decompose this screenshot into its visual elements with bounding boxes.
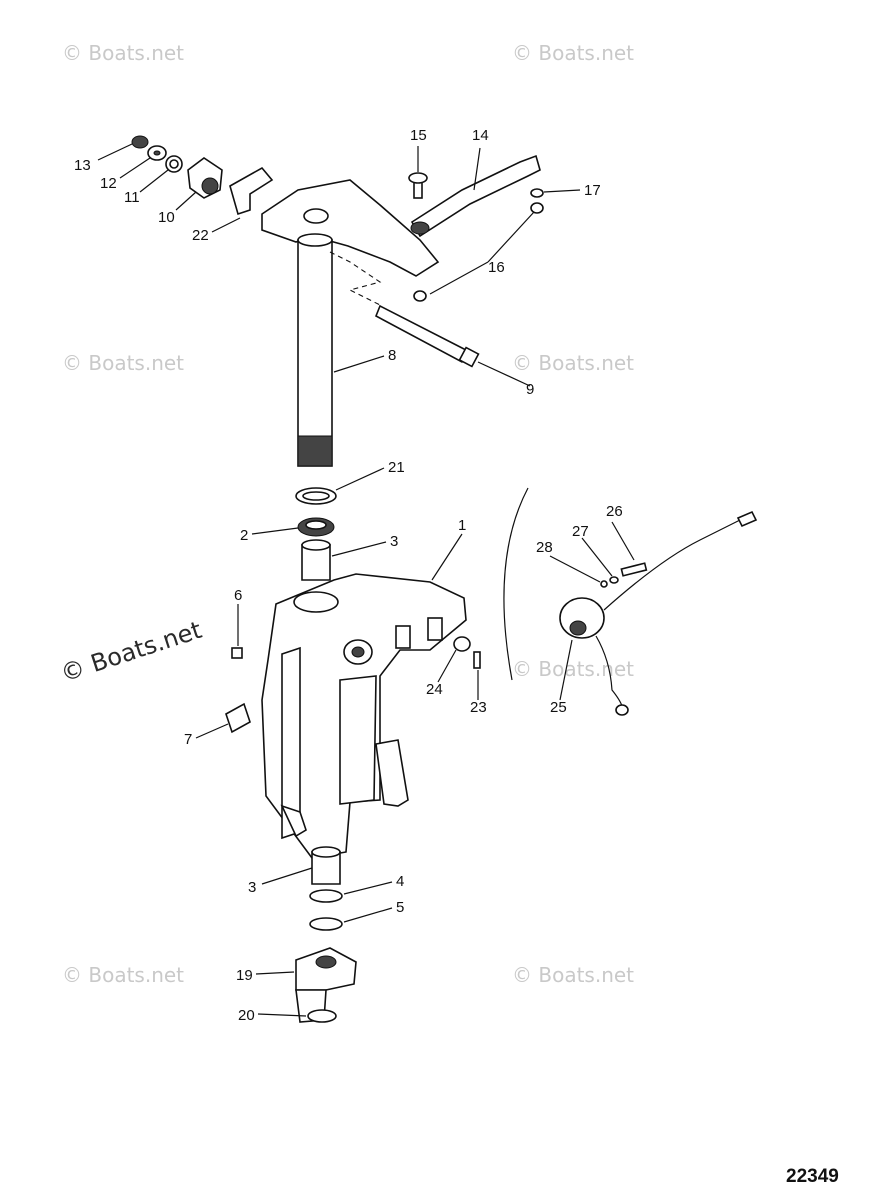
tie-rod-head: [458, 346, 480, 368]
watermark: © Boats.net: [512, 963, 634, 987]
boundary-arc: [503, 487, 529, 681]
watermark-strong: © Boats.net: [57, 616, 205, 688]
watermark: © Boats.net: [62, 963, 184, 987]
swivel-bracket: [261, 573, 467, 859]
callout-12: 12: [100, 175, 117, 192]
top-hardware: [131, 135, 274, 216]
bushing-7: [225, 702, 251, 734]
callout-3-lower: 3: [248, 879, 256, 896]
callout-28: 28: [536, 539, 553, 556]
nut-13: [131, 135, 149, 149]
callout-8: 8: [388, 347, 396, 364]
callout-5: 5: [396, 899, 404, 916]
screw-23: [473, 651, 481, 669]
tie-rod-assembly: [374, 304, 480, 368]
leader-lines: [97, 143, 635, 1017]
screw-26: [620, 562, 648, 577]
tube-8: [297, 239, 333, 467]
callout-9: 9: [526, 381, 534, 398]
bearing-hole: [305, 520, 327, 530]
watermark: © Boats.net: [62, 41, 184, 65]
callout-22: 22: [192, 227, 209, 244]
callout-24: 24: [426, 681, 443, 698]
sender-hub: [569, 620, 587, 636]
callout-16: 16: [488, 259, 505, 276]
link-rod-assembly: [408, 154, 544, 302]
trim-sender-assembly: [559, 510, 758, 716]
yoke-bore: [315, 955, 337, 969]
callout-4: 4: [396, 873, 404, 890]
callout-20: 20: [238, 1007, 255, 1024]
watermark: © Boats.net: [62, 351, 184, 375]
washer-hole: [153, 150, 161, 156]
callout-11: 11: [124, 189, 140, 206]
ring-5: [309, 917, 343, 931]
callout-17: 17: [584, 182, 601, 199]
callout-25: 25: [550, 699, 567, 716]
callout-23: 23: [470, 699, 487, 716]
bracket-top-bore: [293, 591, 339, 613]
sender-ground-wire: [595, 635, 623, 707]
washer-17: [530, 188, 544, 198]
bracket-web: [339, 675, 377, 805]
washer-hole: [169, 159, 179, 169]
tube-splines: [297, 435, 333, 467]
watermark: © Boats.net: [512, 351, 634, 375]
upper-bearing-stack: [295, 487, 337, 581]
callout-7: 7: [184, 731, 192, 748]
callout-1: 1: [458, 517, 466, 534]
watermark: © Boats.net: [512, 657, 634, 681]
bracket-ear: [395, 625, 411, 649]
yoke-19: [295, 947, 357, 991]
callout-2: 2: [240, 527, 248, 544]
bracket-foot-left: [280, 804, 307, 838]
callout-3-upper: 3: [390, 533, 398, 550]
hidden-line: [329, 251, 382, 306]
steering-arm-assembly: [261, 179, 440, 467]
callout-27: 27: [572, 523, 589, 540]
seal-hole: [302, 491, 330, 501]
ground-terminal: [615, 704, 629, 716]
link-rod-eye: [410, 221, 430, 235]
watermark: © Boats.net: [512, 41, 634, 65]
plate-22: [229, 166, 274, 216]
callout-13: 13: [74, 157, 91, 174]
callout-10: 10: [158, 209, 175, 226]
fitting-24: [453, 636, 471, 652]
arm-bore: [303, 208, 329, 224]
washer-16: [530, 202, 544, 214]
washer-16b: [413, 290, 427, 302]
bushing-bore: [201, 177, 219, 195]
callout-15: 15: [410, 127, 427, 144]
washer-4: [309, 889, 343, 903]
tube-top: [297, 233, 333, 247]
small-parts: [225, 636, 481, 734]
bracket-foot-right: [375, 739, 409, 807]
sender-wire: [603, 519, 741, 611]
callout-14: 14: [472, 127, 489, 144]
bracket-pivot-hole: [351, 646, 365, 658]
link-rod-14: [410, 154, 541, 238]
bracket-ear: [427, 617, 443, 641]
steering-arm: [261, 179, 440, 277]
callout-21: 21: [388, 459, 405, 476]
ring-20: [307, 1009, 337, 1023]
washer-28: [600, 580, 608, 588]
washer-27: [609, 576, 619, 584]
sender-plug: [736, 510, 758, 528]
callout-19: 19: [236, 967, 253, 984]
fitting-6: [231, 647, 243, 659]
callout-26: 26: [606, 503, 623, 520]
bolt-head: [408, 172, 428, 184]
bushing-top: [301, 539, 331, 551]
bushing-top: [311, 846, 341, 858]
lower-stack: [295, 846, 357, 1023]
callout-labels: 13 12 11 10 22 15 14 17 16 8 9 21 2 3 1 …: [74, 127, 623, 1024]
document-number: 22349: [786, 1166, 839, 1187]
callout-6: 6: [234, 587, 242, 604]
